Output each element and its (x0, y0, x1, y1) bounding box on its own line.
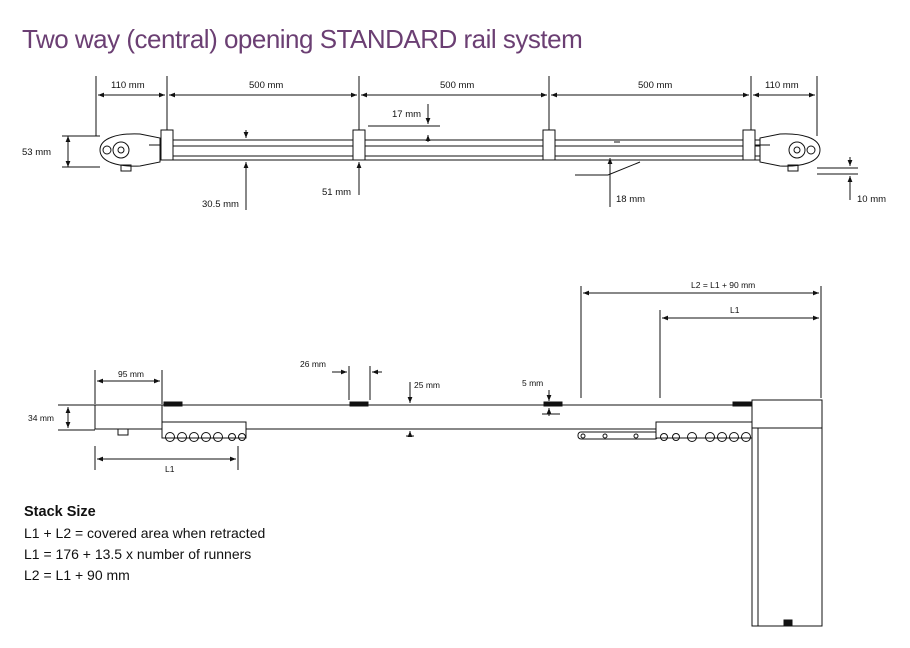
bracket (742, 129, 756, 161)
dim-500-3-label: 500 mm (638, 80, 672, 91)
bracket (542, 129, 556, 161)
runner-cap (732, 401, 752, 407)
right-screw (806, 145, 816, 155)
stack-size-notes: Stack Size L1 + L2 = covered area when r… (24, 502, 265, 586)
bottom-rail-diagram (58, 286, 823, 627)
runner-wheel (165, 432, 175, 442)
right-runner-train (655, 421, 753, 439)
bracket (160, 129, 174, 161)
arm-rivet (602, 433, 608, 439)
left-cap-foot (120, 164, 132, 172)
runner-wheel (687, 432, 697, 442)
runner-wheel (189, 432, 199, 442)
stack-size-line-3: L2 = L1 + 90 mm (24, 567, 130, 583)
runner-wheel (705, 432, 715, 442)
dim-500-1-label: 500 mm (249, 80, 283, 91)
left-pulley (112, 141, 130, 159)
runner-wheel (228, 433, 236, 441)
runner-wheel (238, 433, 246, 441)
right-pulley (788, 141, 806, 159)
dim-18-label: 18 mm (616, 194, 645, 205)
dim-l1-left-label: L1 (165, 464, 175, 474)
stack-size-line-1: L1 + L2 = covered area when retracted (24, 525, 266, 541)
dim-l2-label: L2 = L1 + 90 mm (691, 280, 755, 290)
top-rail (149, 139, 763, 161)
dim-500-2-label: 500 mm (440, 80, 474, 91)
runner-wheel (177, 432, 187, 442)
dim-30-5-label: 30.5 mm (202, 199, 239, 210)
dim-34-label: 34 mm (28, 413, 54, 423)
stack-size-heading: Stack Size (24, 504, 96, 520)
dim-95-label: 95 mm (118, 369, 144, 379)
runner-wheel (672, 433, 680, 441)
dim-110-left-label: 110 mm (111, 80, 145, 91)
arm-rivet (633, 433, 639, 439)
dim-10-label: 10 mm (857, 194, 886, 205)
right-end-cap (759, 133, 821, 167)
motor-body (751, 427, 823, 627)
left-pulley-hub (117, 146, 125, 154)
left-runner-train (161, 421, 247, 439)
dim-51-label: 51 mm (322, 187, 351, 198)
overlap-arm (577, 431, 659, 440)
stack-size-line-2: L1 = 176 + 13.5 x number of runners (24, 546, 252, 562)
dim-5-label: 5 mm (522, 378, 543, 388)
top-rail-diagram (62, 76, 858, 210)
bracket (352, 129, 366, 161)
dim-53-label: 53 mm (22, 147, 51, 158)
runner-wheel (729, 432, 739, 442)
runner-wheel (201, 432, 211, 442)
dim-17-label: 17 mm (392, 109, 421, 120)
arm-rivet (580, 433, 586, 439)
runner-cap (349, 401, 369, 407)
runner-wheel (717, 432, 727, 442)
dim-25-label: 25 mm (414, 380, 440, 390)
page-title: Two way (central) opening STANDARD rail … (22, 24, 583, 54)
dim-26-label: 26 mm (300, 359, 326, 369)
left-screw (102, 145, 112, 155)
motor-plug (783, 619, 793, 626)
dim-110-right-label: 110 mm (765, 80, 799, 91)
curtain-arm (575, 161, 641, 176)
runner-cap (163, 401, 183, 407)
end-foot (117, 428, 129, 436)
runner-cap (543, 401, 563, 407)
right-pulley-hub (793, 146, 801, 154)
left-end-cap (99, 133, 161, 167)
dim-l1-right-label: L1 (730, 305, 740, 315)
motor-head (751, 399, 823, 429)
runner-wheel (660, 433, 668, 441)
right-cap-foot (787, 164, 799, 172)
runner-wheel (741, 432, 751, 442)
runner-wheel (213, 432, 223, 442)
